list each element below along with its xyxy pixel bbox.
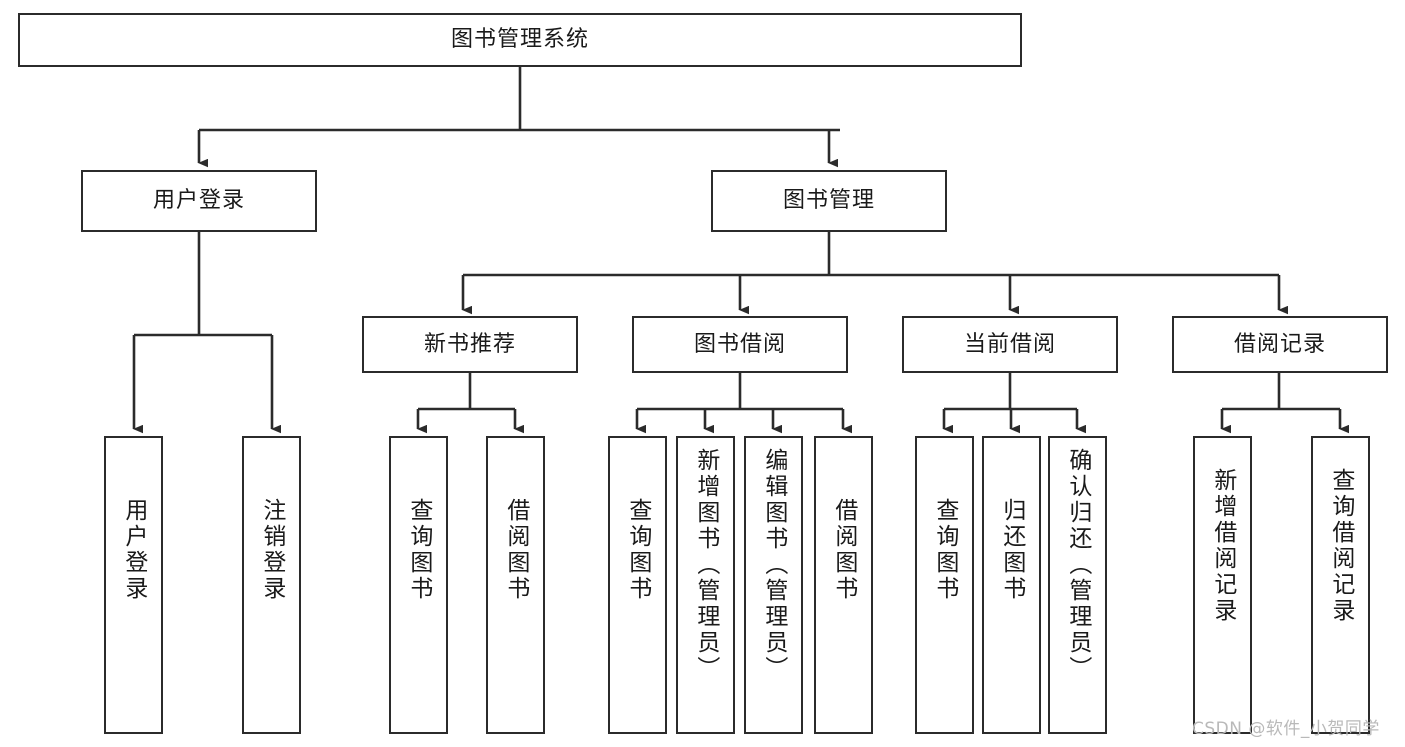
leaf-confirm-return[interactable]: 确认归还（管理员） [1048, 436, 1107, 734]
leaf-query-book-2[interactable]: 查询图书 [608, 436, 667, 734]
leaf-borrow-book-2[interactable]: 借阅图书 [814, 436, 873, 734]
leaf-borrow-book-1[interactable]: 借阅图书 [486, 436, 545, 734]
leaf-add-book-label: 新增图书（管理员） [692, 448, 719, 682]
connector-currentborrow-to-leaves [942, 373, 1086, 434]
leaf-query-book-2-label: 查询图书 [624, 498, 651, 602]
connector-bookborrow-to-leaves [635, 373, 852, 434]
leaf-borrow-book-2-label: 借阅图书 [830, 498, 857, 602]
connector-bookmanage-to-level3 [461, 232, 1288, 315]
connector-root-to-level2 [197, 67, 840, 168]
leaf-add-record[interactable]: 新增借阅记录 [1193, 436, 1252, 734]
leaf-return-book[interactable]: 归还图书 [982, 436, 1041, 734]
leaf-add-book[interactable]: 新增图书（管理员） [676, 436, 735, 734]
node-user-login-label: 用户登录 [152, 188, 245, 214]
leaf-query-book-1-label: 查询图书 [405, 498, 432, 602]
leaf-query-book-1[interactable]: 查询图书 [389, 436, 448, 734]
node-book-borrow[interactable]: 图书借阅 [632, 316, 848, 373]
node-new-book-recommend-label: 新书推荐 [423, 331, 516, 357]
leaf-user-login[interactable]: 用户登录 [104, 436, 163, 734]
connector-userlogin-to-leaves [132, 232, 281, 434]
node-root-label: 图书管理系统 [450, 27, 589, 53]
node-new-book-recommend[interactable]: 新书推荐 [362, 316, 578, 373]
node-current-borrow-label: 当前借阅 [963, 331, 1056, 357]
node-root[interactable]: 图书管理系统 [18, 13, 1022, 67]
node-book-manage[interactable]: 图书管理 [711, 170, 947, 232]
leaf-edit-book-label: 编辑图书（管理员） [760, 448, 787, 682]
connector-borrowrecord-to-leaves [1220, 373, 1349, 434]
node-borrow-record[interactable]: 借阅记录 [1172, 316, 1388, 373]
node-book-borrow-label: 图书借阅 [693, 331, 786, 357]
node-current-borrow[interactable]: 当前借阅 [902, 316, 1118, 373]
leaf-return-book-label: 归还图书 [998, 498, 1025, 602]
watermark-text: CSDN @软件_小贺同学 [1192, 719, 1380, 739]
node-borrow-record-label: 借阅记录 [1233, 331, 1326, 357]
leaf-confirm-return-label: 确认归还（管理员） [1064, 448, 1091, 682]
leaf-user-login-label: 用户登录 [120, 498, 147, 602]
node-user-login[interactable]: 用户登录 [81, 170, 317, 232]
leaf-edit-book[interactable]: 编辑图书（管理员） [744, 436, 803, 734]
leaf-query-book-3-label: 查询图书 [931, 498, 958, 602]
leaf-query-book-3[interactable]: 查询图书 [915, 436, 974, 734]
node-book-manage-label: 图书管理 [782, 188, 875, 214]
leaf-query-record[interactable]: 查询借阅记录 [1311, 436, 1370, 734]
leaf-logout-label: 注销登录 [258, 498, 285, 602]
connector-newbook-to-leaves [416, 373, 524, 434]
leaf-add-record-label: 新增借阅记录 [1209, 468, 1236, 624]
leaf-logout[interactable]: 注销登录 [242, 436, 301, 734]
leaf-borrow-book-1-label: 借阅图书 [502, 498, 529, 602]
leaf-query-record-label: 查询借阅记录 [1327, 468, 1354, 624]
